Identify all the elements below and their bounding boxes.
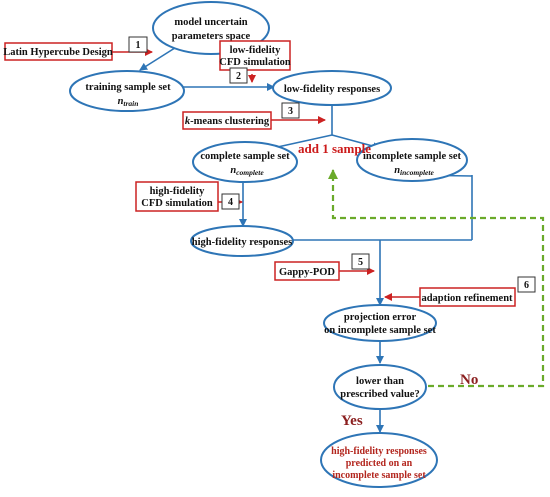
- final-line2: predicted on an: [346, 458, 413, 469]
- step-box-1: [128, 36, 148, 53]
- gappy-pod-label: Gappy-POD: [279, 267, 335, 278]
- lowfi-cfd-line1: low-fidelity: [230, 45, 281, 56]
- no-label: No: [460, 372, 478, 388]
- step-box-5: [351, 253, 370, 270]
- step-1: 1: [136, 40, 141, 51]
- lhd-label: Latin Hypercube Design: [3, 47, 113, 58]
- box-lowfi-cfd: [219, 40, 291, 71]
- node-training-set: [69, 70, 185, 112]
- training-set-count: ntrain: [118, 96, 139, 108]
- step-box-4: [221, 193, 240, 210]
- model-space-line1: model uncertain: [174, 17, 247, 28]
- node-hifi-responses: [190, 225, 294, 257]
- model-space-line2: parameters space: [172, 31, 251, 42]
- kmeans-label: k-means clustering: [185, 116, 270, 127]
- node-final-result: [320, 432, 438, 488]
- hifi-cfd-line1: high-fidelity: [150, 186, 206, 197]
- step-5: 5: [358, 257, 363, 268]
- node-projection-error: [323, 304, 437, 342]
- decision-line1: lower than: [356, 376, 404, 387]
- box-lhd: [4, 42, 113, 61]
- node-complete-set: [192, 141, 298, 183]
- box-hifi-cfd: [135, 181, 219, 212]
- flow-connectors: [139, 45, 473, 433]
- box-gappy-pod: [274, 261, 340, 281]
- projection-error-line2: on incomplete sample set: [324, 325, 436, 336]
- incomplete-set-label: incomplete sample set: [363, 151, 461, 162]
- projection-error-line1: projection error: [344, 312, 417, 323]
- node-lowfi-responses: [272, 70, 392, 106]
- final-line1: high-fidelity responses: [331, 446, 427, 457]
- complete-set-count: ncomplete: [230, 165, 264, 177]
- step-2: 2: [236, 71, 241, 82]
- complete-set-label: complete sample set: [200, 151, 290, 162]
- final-line3: incomplete sample set: [332, 470, 426, 481]
- box-adaption: [419, 287, 516, 307]
- add-sample-label: add 1 sample: [298, 141, 371, 156]
- incomplete-set-count: nincomplete: [394, 165, 434, 177]
- node-incomplete-set: [356, 138, 468, 182]
- step-box-3: [281, 102, 300, 119]
- step-box-2: [229, 67, 248, 84]
- hifi-responses-label: high-fidelity responses: [192, 237, 292, 248]
- arrow-space-to-training: [139, 45, 179, 71]
- step-3: 3: [288, 106, 293, 117]
- box-kmeans: [182, 111, 272, 130]
- lowfi-responses-label: low-fidelity responses: [284, 84, 380, 95]
- step-box-6: [517, 276, 536, 293]
- decision-line2: prescribed value?: [340, 389, 419, 400]
- step-4: 4: [228, 197, 233, 208]
- adaption-label: adaption refinement: [421, 293, 513, 304]
- node-decision: [333, 364, 427, 410]
- yes-label: Yes: [341, 413, 363, 429]
- feedback-loop-arrow: [328, 169, 545, 388]
- training-set-label: training sample set: [85, 82, 171, 93]
- hifi-cfd-line2: CFD simulation: [141, 198, 213, 209]
- step-6: 6: [524, 280, 529, 291]
- lowfi-cfd-line2: CFD simulation: [219, 57, 291, 68]
